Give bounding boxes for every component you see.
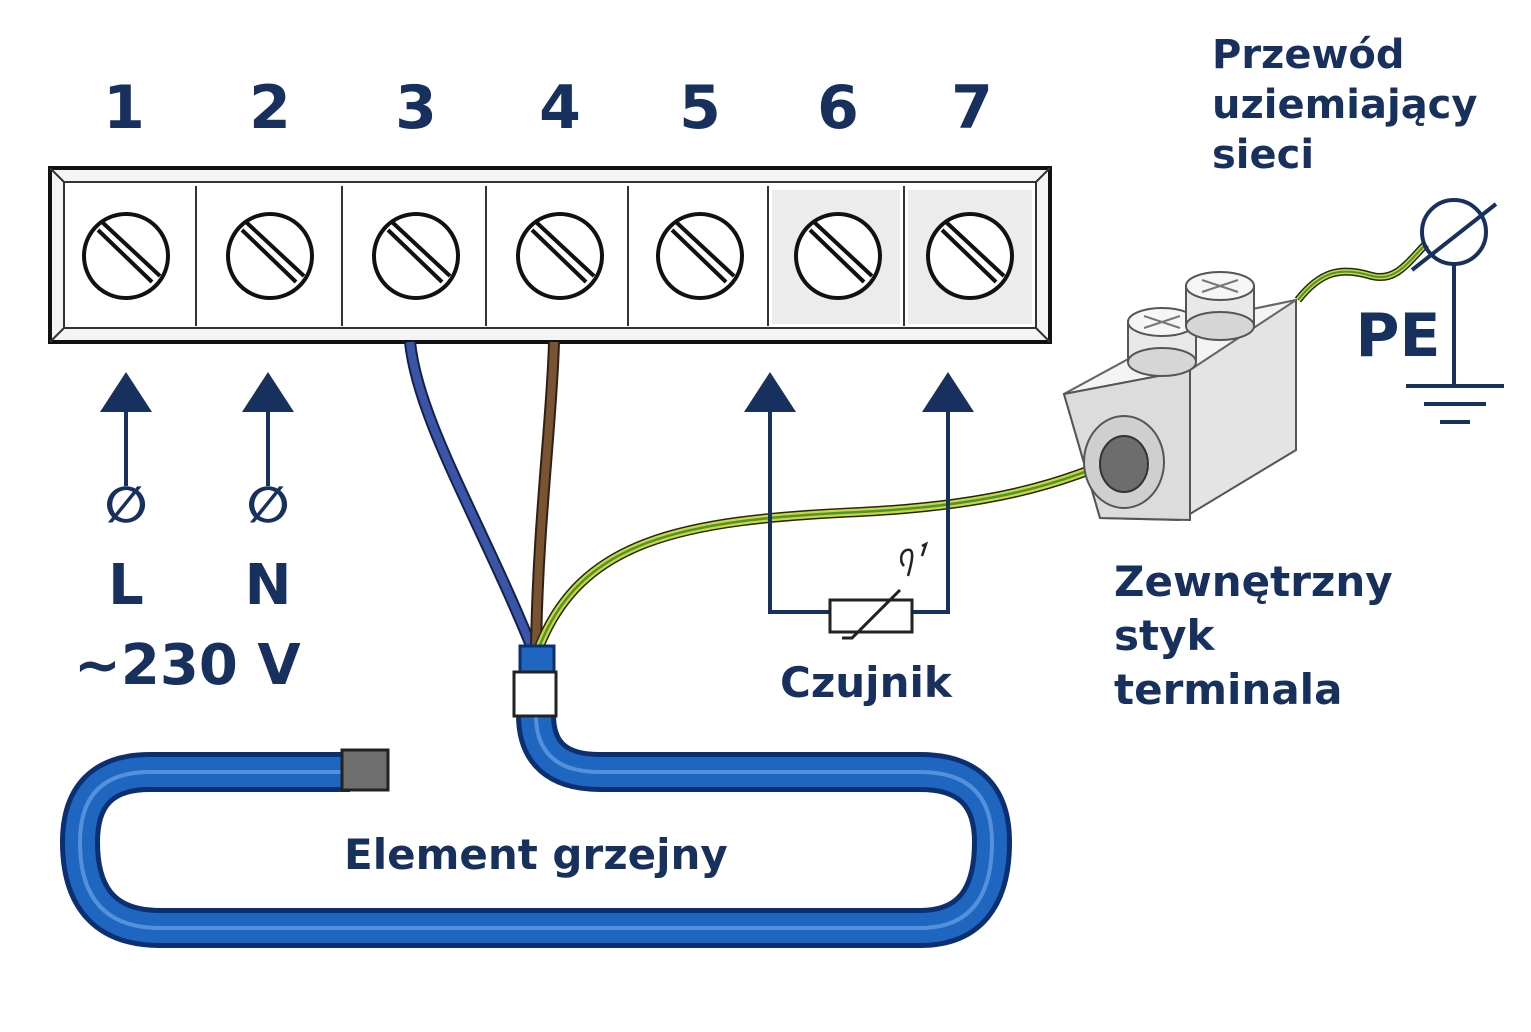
terminal-number-4: 4 [539, 73, 581, 143]
wire-brown [530, 341, 560, 649]
terminal-number-5: 5 [679, 73, 721, 143]
external-terminal-line-2: styk [1114, 611, 1215, 660]
ground-label-line-1: Przewód [1212, 32, 1405, 78]
screw-6 [794, 212, 882, 300]
terminal-number-1: 1 [103, 73, 145, 143]
terminal-numbers: 1 2 3 4 5 6 7 [103, 73, 993, 143]
screw-4 [516, 212, 604, 300]
external-terminal-line-3: terminala [1114, 665, 1343, 714]
ground-cable-label: Przewód uziemiający sieci [1212, 30, 1477, 180]
external-screw-1 [1127, 307, 1197, 377]
heating-cable [59, 700, 1013, 948]
external-screw-2 [1185, 271, 1255, 341]
ground-label-line-3: sieci [1212, 132, 1315, 178]
n-label: N [244, 553, 292, 618]
terminal-number-2: 2 [249, 73, 291, 143]
supply-arrows [100, 372, 294, 486]
screw-3 [372, 212, 460, 300]
external-terminal-line-1: Zewnętrzny [1114, 557, 1393, 606]
terminal-block [48, 166, 1052, 344]
wire-blue [404, 341, 538, 651]
sensor-label: Czujnik [780, 658, 952, 707]
wire-earth [533, 443, 1143, 652]
wire-ground [1294, 241, 1429, 303]
external-terminal-block [1062, 271, 1297, 522]
n-phase-symbol: ∅ [246, 476, 290, 534]
pe-label: PE [1356, 301, 1441, 371]
l-label: L [108, 553, 144, 618]
voltage-label: ~230 V [74, 633, 301, 698]
cable-sleeve [512, 644, 558, 718]
screw-2 [226, 212, 314, 300]
screw-1 [82, 212, 170, 300]
thermistor-icon [828, 541, 929, 640]
screw-5 [656, 212, 744, 300]
l-phase-symbol: ∅ [104, 476, 148, 534]
sensor-circuit [744, 372, 974, 614]
ground-label-line-2: uziemiający [1212, 82, 1478, 128]
cable-end-cap [340, 748, 390, 792]
heating-element-label: Element grzejny [344, 830, 728, 879]
ground-symbol-icon [1406, 198, 1504, 424]
external-terminal-label: Zewnętrzny styk terminala [1114, 555, 1393, 717]
terminal-number-6: 6 [817, 73, 859, 143]
terminal-number-7: 7 [951, 73, 993, 143]
terminal-number-3: 3 [395, 73, 437, 143]
screw-7 [926, 212, 1014, 300]
